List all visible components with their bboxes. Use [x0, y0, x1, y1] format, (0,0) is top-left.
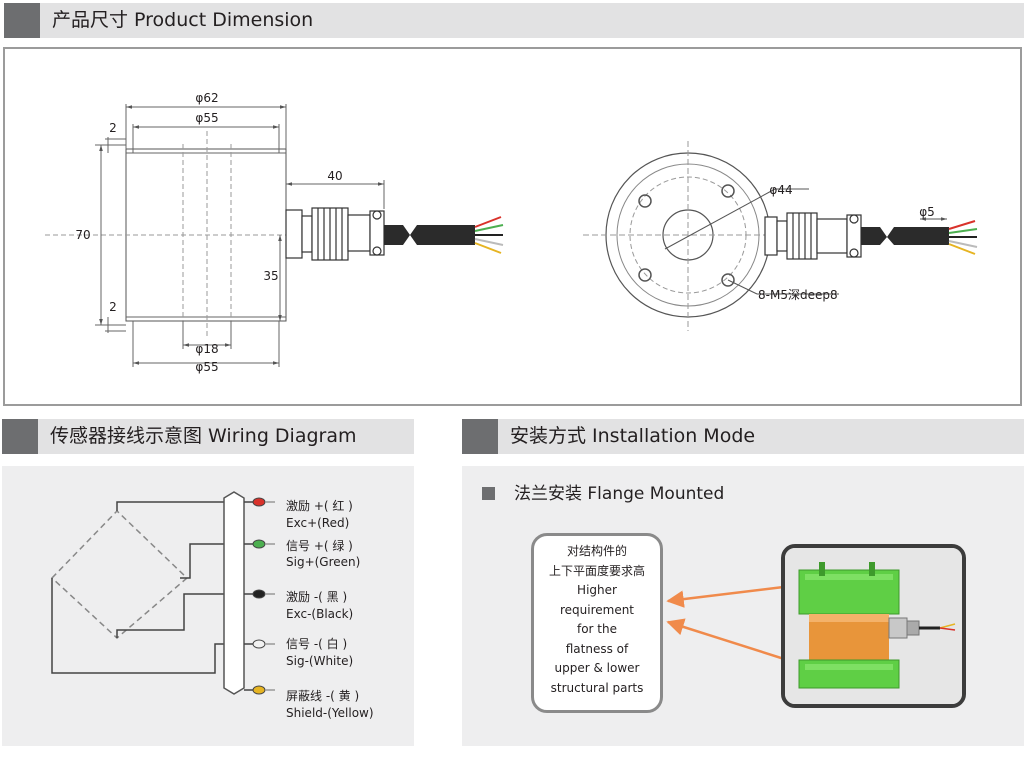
dimension-drawing: φ62 φ55 2 70 2 35 40 φ18 φ55 — [45, 91, 978, 374]
dim-d44: φ44 — [769, 183, 792, 197]
mounting-method-label: 法兰安装 Flange Mounted — [514, 484, 725, 504]
wire-tip-yellow — [252, 685, 275, 695]
dim-d62: φ62 — [195, 91, 218, 105]
dim-height-70: 70 — [75, 228, 90, 242]
note-line: 上下平面度要求高 — [548, 563, 645, 578]
dimension-drawing-panel: φ62 φ55 2 70 2 35 40 φ18 φ55 — [3, 47, 1022, 406]
wire-label-cn: 信号 -( 白 ) — [286, 636, 347, 651]
dim-gap-bottom: 2 — [109, 300, 117, 314]
wire-label-cn: 激励 -( 黑 ) — [286, 590, 347, 604]
wire-tip-red — [252, 497, 275, 507]
note-line: requirement — [559, 602, 635, 617]
bridge-leads — [51, 501, 224, 674]
header-marker — [462, 419, 498, 454]
dimension-labels-side: φ62 φ55 2 70 2 35 40 φ18 φ55 — [75, 91, 342, 374]
wire-label-en: Exc+(Red) — [286, 516, 349, 530]
cable-top — [861, 220, 978, 255]
note-line: structural parts — [550, 680, 644, 695]
cable-side — [384, 216, 504, 254]
wire-label-en: Sig-(White) — [286, 654, 353, 668]
dim-height-35: 35 — [263, 269, 278, 283]
dimension-labels-top: φ44 φ5 8-M5深deep8 — [758, 183, 935, 302]
header-marker — [2, 419, 38, 454]
note-line: 对结构件的 — [566, 544, 627, 558]
wire-label-cn: 激励 +( 红 ) — [286, 498, 353, 513]
section-header-dimension: 产品尺寸 Product Dimension — [4, 3, 1024, 38]
note-line: for the — [576, 622, 617, 636]
wire-label-en: Exc-(Black) — [286, 607, 353, 621]
section-title: 传感器接线示意图 Wiring Diagram — [50, 425, 357, 447]
section-header-wiring: 传感器接线示意图 Wiring Diagram — [2, 419, 414, 454]
flatness-note: 对结构件的 上下平面度要求高 Higher requirement for th… — [531, 533, 663, 713]
cable-bundle — [223, 491, 245, 695]
wire-label-en: Sig+(Green) — [286, 555, 360, 569]
wire-tip-green — [252, 539, 275, 549]
wire-label-cn: 信号 +( 绿 ) — [286, 538, 353, 553]
wire-label-en: Shield-(Yellow) — [286, 706, 374, 720]
section-title: 安装方式 Installation Mode — [510, 425, 756, 447]
note-line: Higher — [577, 583, 617, 597]
bridge-diamond — [50, 509, 189, 640]
dim-d55-bottom: φ55 — [195, 360, 218, 374]
note-line: upper & lower — [554, 661, 640, 675]
wire-tip-white — [252, 639, 275, 649]
bullet-square — [482, 487, 495, 500]
wiring-panel: 激励 +( 红 ) Exc+(Red) 信号 +( 绿 ) Sig+(Green… — [2, 466, 414, 746]
sensor-top-view — [583, 141, 947, 331]
wire-label-cn: 屏蔽线 -( 黄 ) — [286, 689, 359, 703]
connector-top — [764, 212, 862, 260]
header-marker — [4, 3, 40, 38]
dim-d55-top: φ55 — [195, 111, 218, 125]
dim-holes: 8-M5深deep8 — [758, 288, 838, 302]
dim-d18: φ18 — [195, 342, 218, 356]
note-line: flatness of — [565, 641, 629, 656]
wiring-diagram: 激励 +( 红 ) Exc+(Red) 信号 +( 绿 ) Sig+(Green… — [50, 491, 374, 720]
wire-leads — [244, 501, 254, 691]
dim-d5: φ5 — [919, 205, 935, 219]
installation-photo — [781, 544, 966, 708]
section-title: 产品尺寸 Product Dimension — [52, 9, 314, 31]
wire-tip-black — [252, 589, 275, 599]
dim-gap-top: 2 — [109, 121, 117, 135]
dim-length-40: 40 — [327, 169, 342, 183]
connector-side — [285, 207, 385, 261]
wire-tips — [252, 497, 275, 695]
wire-labels: 激励 +( 红 ) Exc+(Red) 信号 +( 绿 ) Sig+(Green… — [286, 498, 374, 720]
section-header-installation: 安装方式 Installation Mode — [462, 419, 1024, 454]
